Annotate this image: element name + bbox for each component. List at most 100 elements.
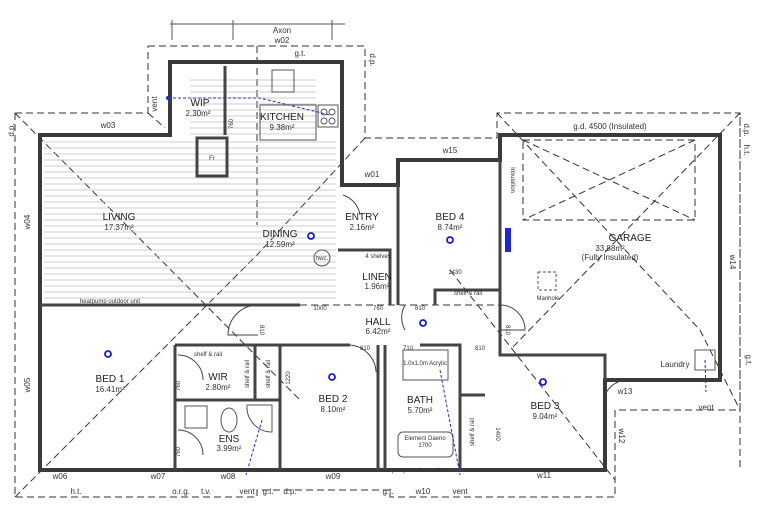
heatpump-label: heatpump outdoor unit bbox=[380, 468, 440, 474]
vent-duct bbox=[439, 369, 461, 476]
switchboard-icon bbox=[505, 228, 511, 252]
window-w12: w12 bbox=[617, 428, 626, 444]
dim-760: 760 bbox=[176, 380, 182, 391]
area-living: 17.37m² bbox=[104, 223, 134, 232]
cooktop-icon bbox=[317, 104, 339, 128]
area-garage: 33.88m² bbox=[595, 244, 625, 253]
window-w01: w01 bbox=[364, 170, 380, 179]
room-hall: HALL bbox=[365, 317, 390, 328]
dim-710: 710 bbox=[403, 346, 414, 352]
axon-label: Axon bbox=[273, 26, 291, 35]
fixtures bbox=[184, 69, 716, 458]
smoke-detectors bbox=[104, 232, 547, 386]
dim-1400: 1400 bbox=[494, 427, 500, 441]
room-bed2: BED 2 bbox=[319, 394, 348, 405]
area-hall: 6.42m² bbox=[366, 327, 391, 336]
vent-label: vent bbox=[239, 487, 255, 496]
dim-760: 760 bbox=[176, 446, 182, 457]
gully-trap-label: g.t. bbox=[262, 487, 273, 496]
area-linen: 1.96m² bbox=[365, 282, 390, 291]
window-w07: w07 bbox=[150, 472, 166, 481]
window-labels: w01 w02 w03 w04 w05 w06 w07 w08 w09 w10 … bbox=[23, 36, 737, 496]
dim-810: 810 bbox=[258, 325, 264, 336]
ens-shower bbox=[246, 404, 273, 433]
wir-shelf-label: shelf & rail bbox=[194, 352, 222, 358]
room-bed1: BED 1 bbox=[96, 374, 125, 385]
shelves-label: 4 shelves bbox=[365, 254, 390, 260]
vent-icon bbox=[166, 96, 170, 100]
window-w08: w08 bbox=[220, 472, 236, 481]
smoke-detector-icon bbox=[104, 350, 112, 358]
garage-note: (Fully Insulated) bbox=[582, 253, 639, 262]
smoke-detector-icon bbox=[539, 378, 547, 386]
annotations: g.d. 4500 (Insulated) Insulation Manhole… bbox=[7, 49, 753, 496]
dim-810: 810 bbox=[475, 346, 486, 352]
exterior-walls bbox=[38, 60, 722, 472]
vent-label: vent bbox=[698, 403, 714, 412]
room-laundry: Laundry bbox=[661, 360, 690, 369]
laundry-tub bbox=[694, 349, 716, 371]
window-w10: w10 bbox=[415, 487, 431, 496]
hwc-label: hwc. bbox=[316, 256, 329, 262]
window-w03: w03 bbox=[100, 121, 116, 130]
roof-outline bbox=[14, 45, 741, 498]
room-dining: DINING bbox=[263, 229, 298, 240]
floor-hatch bbox=[44, 79, 336, 299]
tv-label: t.v. bbox=[201, 487, 211, 496]
fridge-label: Fr bbox=[209, 156, 215, 162]
bed2-shelf-label: shelf & rail bbox=[266, 360, 272, 388]
bed3-shelf-label: shelf & rail bbox=[470, 418, 476, 446]
room-wir: WIR bbox=[208, 372, 227, 383]
room-kitchen: KITCHEN bbox=[260, 112, 304, 123]
dim-1220: 1220 bbox=[286, 371, 292, 385]
sink bbox=[271, 69, 295, 93]
window-w15: w15 bbox=[442, 146, 458, 155]
toilet bbox=[220, 407, 238, 433]
dim-1430: 1430 bbox=[448, 270, 462, 276]
wir-shelf-side-label: shelf & rail bbox=[245, 360, 251, 388]
smoke-detector-icon bbox=[307, 232, 315, 240]
room-bed3: BED 3 bbox=[531, 401, 560, 412]
ens-vanity bbox=[184, 405, 208, 429]
area-ens: 3.99m² bbox=[217, 444, 242, 453]
area-bed2: 8.10m² bbox=[321, 405, 346, 414]
bathtub-label: Element Daeno bbox=[404, 436, 446, 442]
bed4-shelf-label: shelf & rail bbox=[454, 291, 482, 297]
manhole-hatch bbox=[537, 271, 557, 291]
shower bbox=[402, 349, 449, 381]
dim-810: 810 bbox=[415, 306, 426, 312]
area-wir: 2.80m² bbox=[206, 383, 231, 392]
hwc-cylinder bbox=[313, 249, 331, 267]
area-bath: 5.70m² bbox=[408, 406, 433, 415]
org-label: o.r.g. bbox=[172, 487, 190, 496]
dim-810: 810 bbox=[504, 325, 510, 336]
smoke-detector-icon bbox=[419, 319, 427, 327]
room-ens: ENS bbox=[219, 434, 240, 445]
vent-duct bbox=[704, 359, 707, 393]
window-w11: w11 bbox=[536, 471, 552, 480]
room-living: LIVING bbox=[103, 212, 136, 223]
window-w09: w09 bbox=[325, 472, 341, 481]
room-linen: LINEN bbox=[362, 272, 391, 283]
area-dining: 12.59m² bbox=[265, 240, 295, 249]
smoke-detector-icon bbox=[328, 373, 336, 381]
smoke-detector-icon bbox=[446, 236, 454, 244]
gully-trap-label: g.t. bbox=[294, 49, 305, 58]
window-w02: w02 bbox=[274, 36, 290, 45]
vent-duct bbox=[245, 419, 263, 476]
downpipe-label: d.p. bbox=[7, 123, 16, 136]
dim-760: 760 bbox=[229, 118, 235, 129]
downpipe-label: d.p. bbox=[742, 123, 751, 136]
vent-label: vent bbox=[452, 487, 468, 496]
dimension-line: Axon bbox=[170, 20, 345, 40]
area-kitchen: 9.38m² bbox=[270, 123, 295, 132]
bathtub bbox=[397, 431, 454, 458]
gully-trap-label: g.t. bbox=[382, 487, 393, 496]
room-bath: BATH bbox=[407, 395, 433, 406]
area-bed1: 16.41m² bbox=[95, 385, 125, 394]
area-entry: 2.16m² bbox=[350, 223, 375, 232]
window-w06: w06 bbox=[52, 472, 68, 481]
room-entry: ENTRY bbox=[345, 212, 379, 223]
gully-trap-label: g.t. bbox=[744, 354, 753, 365]
